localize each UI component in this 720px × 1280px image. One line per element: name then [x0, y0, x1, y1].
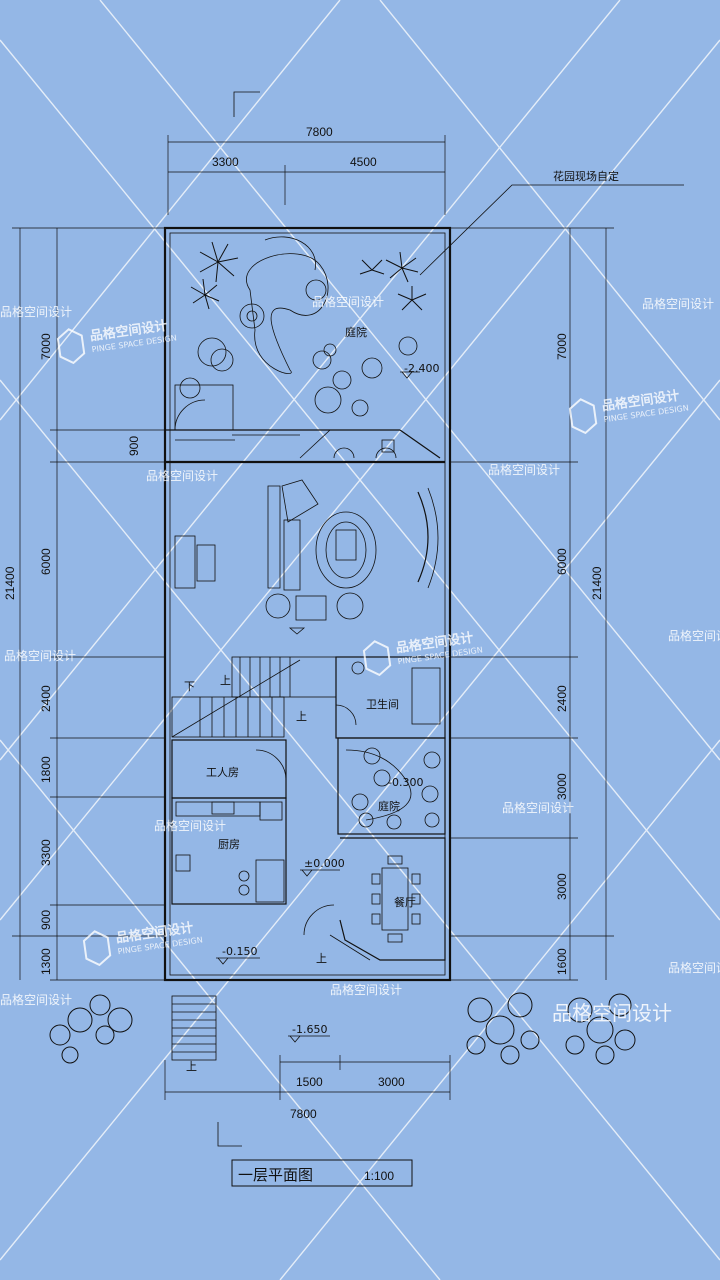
logo-watermark: 品格空间设计 PINGE SPACE DESIGN — [56, 318, 177, 365]
dim-top-left: 3300 — [212, 155, 239, 169]
watermark-text: 品格空间设计 — [0, 304, 72, 319]
dim-top-right: 4500 — [350, 155, 377, 169]
dim-left-5: 3300 — [39, 839, 53, 866]
title-block: 一层平面图 1:100 — [231, 1159, 413, 1187]
room-bathroom: 卫生间 — [366, 697, 399, 711]
watermarks: 品格空间设计 品格空间设计 品格空间设计 品格空间设计 品格空间设计 品格空间设… — [0, 294, 720, 1025]
room-kitchen: 厨房 — [218, 838, 240, 851]
corner-mark — [233, 91, 260, 117]
stair-up-label-2: 上 — [296, 710, 307, 723]
room-servant: 工人房 — [206, 766, 239, 779]
room-dining: 餐厅 — [394, 895, 416, 909]
dim-bottom-total: 7800 — [290, 1107, 317, 1121]
watermark-text: 品格空间设计 — [502, 800, 574, 815]
living-room — [174, 479, 439, 635]
watermark-text-large: 品格空间设计 — [552, 1001, 672, 1025]
level-floor: ±0.000 — [304, 857, 345, 870]
level-garden-top: -2.400 — [404, 362, 439, 375]
callout-text: 花园现场自定 — [553, 169, 619, 183]
dim-left-6: 900 — [39, 910, 53, 930]
dim-left-4: 1800 — [39, 756, 53, 783]
dim-right-2: 2400 — [555, 685, 569, 712]
watermark-text: 品格空间设计 — [642, 296, 714, 311]
logo-watermark: 品格空间设计 PINGE SPACE DESIGN — [82, 920, 203, 967]
bottom-dimensions: 1500 3000 7800 — [164, 1055, 451, 1147]
dim-left-total: 21400 — [3, 566, 17, 600]
watermark-text: 品格空间设计 — [146, 468, 218, 483]
dim-top-total: 7800 — [306, 125, 333, 139]
logo-watermark: 品格空间设计 PINGE SPACE DESIGN — [362, 630, 483, 677]
watermark-text: 品格空间设计 — [488, 462, 560, 477]
drawing-scale: 1:100 — [364, 1169, 394, 1183]
level-ground: -1.650 — [292, 1023, 327, 1036]
dim-right-0: 7000 — [555, 333, 569, 360]
watermark-text: 品格空间设计 — [312, 294, 384, 309]
watermark-text: 品格空间设计 — [668, 960, 720, 975]
dim-left-3: 2400 — [39, 685, 53, 712]
entry-area: ±0.000 上 -0.150 上 -1.650 — [171, 857, 371, 1073]
watermark-text: 品格空间设计 — [330, 982, 402, 997]
level-garden-mid: -0.300 — [388, 776, 423, 789]
dim-left-1: 900 — [127, 436, 141, 456]
stairs: 下 上 上 — [171, 656, 337, 738]
level-porch: -0.150 — [222, 945, 257, 958]
logo-watermarks: 品格空间设计 PINGE SPACE DESIGN 品格空间设计 PINGE S… — [56, 318, 689, 967]
left-dimensions: 21400 7000 900 6000 2400 1800 3300 900 1… — [3, 227, 165, 981]
watermark-text: 品格空间设计 — [4, 648, 76, 663]
entry-up-label: 上 — [316, 952, 327, 965]
watermark-text: 品格空间设计 — [668, 628, 720, 643]
dim-right-1: 6000 — [555, 548, 569, 575]
room-garden-top: 庭院 — [345, 325, 367, 339]
servant-room: 工人房 — [171, 739, 287, 799]
stair-down-label: 下 — [184, 680, 195, 693]
dim-bottom-left: 1500 — [296, 1075, 323, 1089]
garden-callout: 花园现场自定 — [419, 169, 684, 276]
right-dimensions: 21400 7000 6000 2400 3000 3000 1600 — [450, 227, 614, 981]
bathroom: 卫生间 — [335, 656, 446, 739]
watermark-text: 品格空间设计 — [0, 992, 72, 1007]
dim-right-5: 1600 — [555, 948, 569, 975]
dim-right-4: 3000 — [555, 873, 569, 900]
watermark-text: 品格空间设计 — [154, 818, 226, 833]
dining-room: 餐厅 — [339, 837, 446, 961]
dim-bottom-right: 3000 — [378, 1075, 405, 1089]
dim-left-0: 7000 — [39, 333, 53, 360]
chair-icons — [333, 439, 397, 459]
palm-tree-icon — [190, 241, 427, 311]
top-dimensions: 7800 3300 4500 — [167, 125, 446, 215]
kitchen: 厨房 — [171, 797, 287, 905]
shrub-icons — [49, 992, 636, 1065]
dim-left-7: 1300 — [39, 948, 53, 975]
outside-up-label: 上 — [186, 1060, 197, 1073]
mid-garden: 庭院 -0.300 — [337, 737, 446, 835]
drawing-title: 一层平面图 — [238, 1166, 313, 1184]
logo-watermark: 品格空间设计 PINGE SPACE DESIGN — [568, 388, 689, 435]
dim-right-total: 21400 — [590, 566, 604, 600]
dim-left-2: 6000 — [39, 548, 53, 575]
stair-up-label: 上 — [220, 674, 231, 687]
dim-right-3: 3000 — [555, 773, 569, 800]
room-garden-mid: 庭院 — [378, 799, 400, 813]
top-garden: 庭院 -2.400 — [174, 236, 439, 459]
